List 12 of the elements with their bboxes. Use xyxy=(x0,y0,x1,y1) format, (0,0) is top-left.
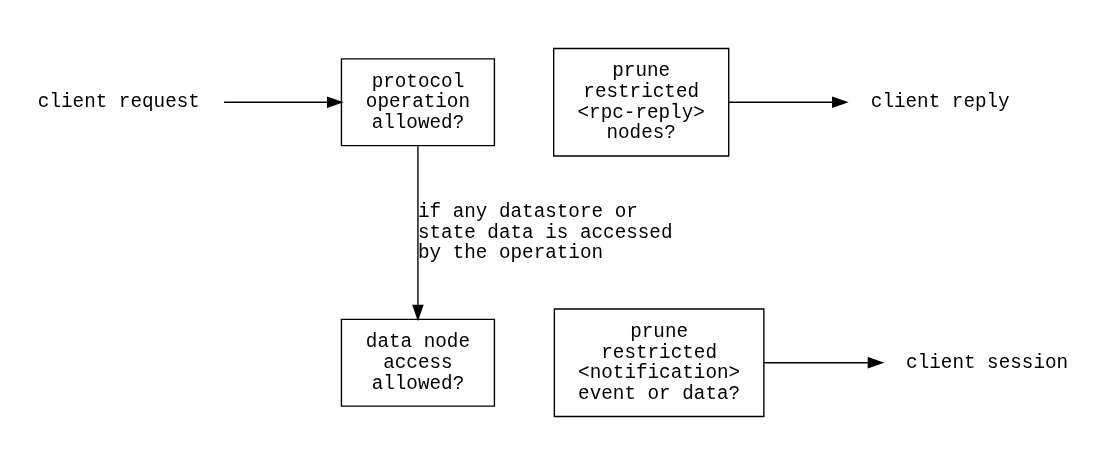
arrow xyxy=(223,96,344,109)
arrow xyxy=(728,96,849,109)
arrow xyxy=(763,356,885,369)
node-box: protocol operation allowed? xyxy=(340,58,496,147)
node-box: data node access allowed? xyxy=(340,318,496,407)
edge-label: if any datastore or state data is accessed by the operation xyxy=(417,200,673,265)
arrow xyxy=(412,145,424,322)
node-text: client reply xyxy=(870,91,1010,114)
node-text: client session xyxy=(906,351,1069,374)
node-text: client request xyxy=(37,91,200,114)
node-box: prune restricted <rpc-reply> nodes? xyxy=(553,47,730,157)
node-box: prune restricted <notification> event or data? xyxy=(553,308,765,418)
